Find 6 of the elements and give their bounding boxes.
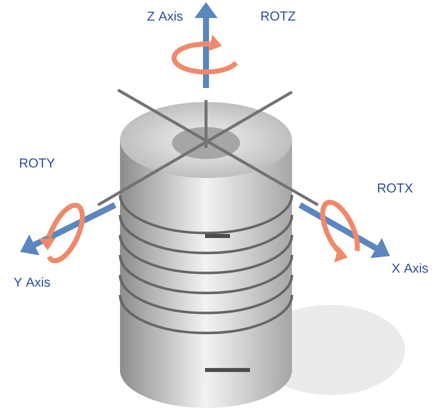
- rotation-label: ROTX: [378, 183, 413, 193]
- rotation-label: ROTY: [20, 158, 55, 168]
- rotation-label: ROTZ: [261, 11, 296, 21]
- axis-label: Y Axis: [14, 277, 50, 287]
- axis-label: Z Axis: [147, 11, 183, 21]
- axis-label: X Axis: [392, 263, 428, 273]
